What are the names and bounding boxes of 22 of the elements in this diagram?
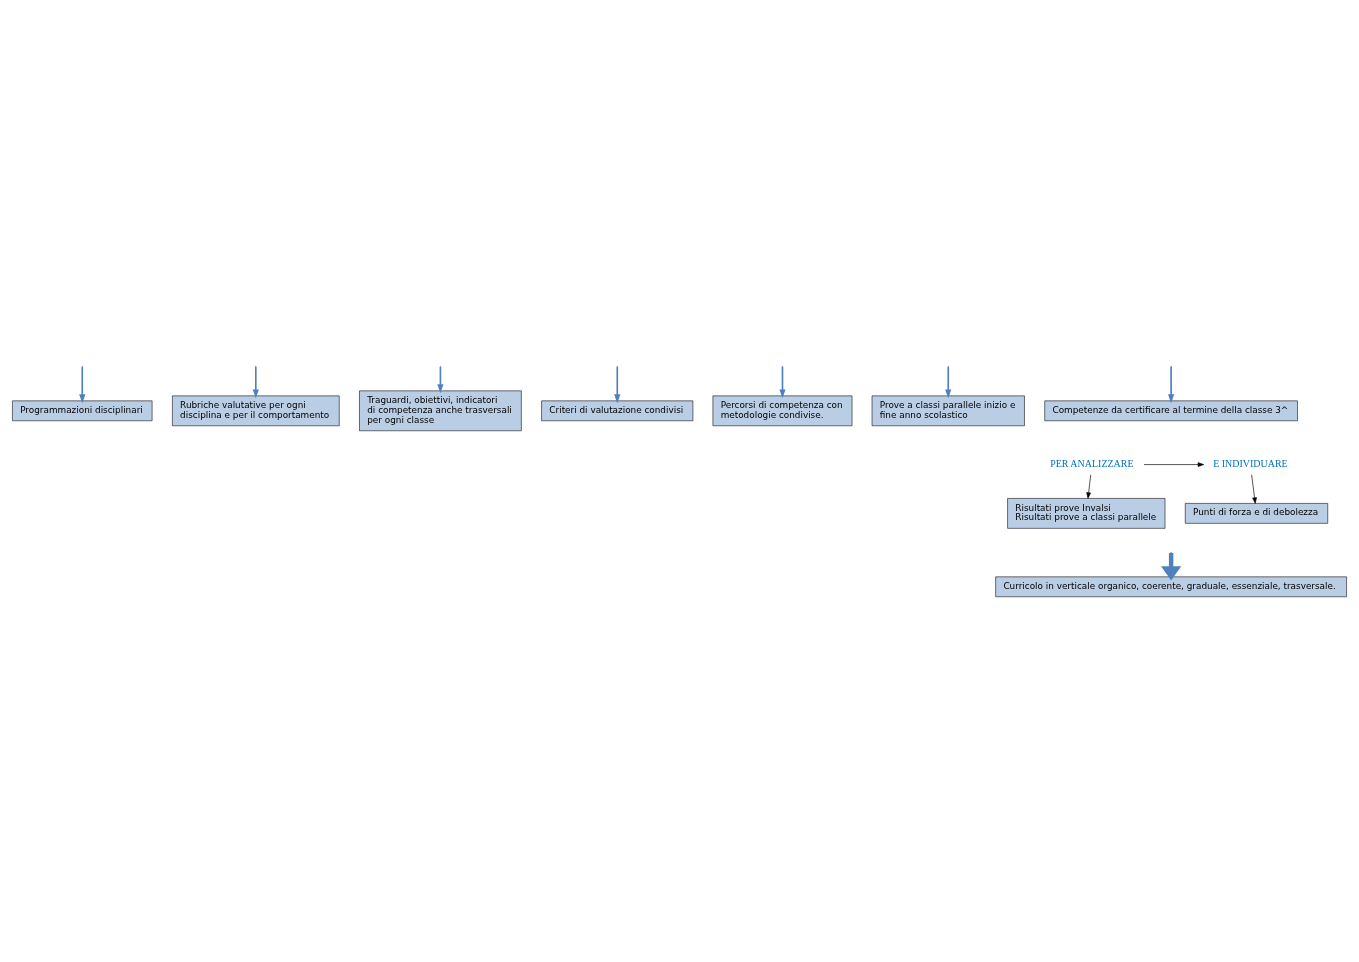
arrow [1086, 473, 1092, 499]
node-box: Percorsi di competenza con metodologie condivise. [712, 395, 853, 426]
arrow [1168, 365, 1175, 403]
node-box: Programmazioni disciplinari [12, 400, 153, 421]
node-box: Risultati prove Invalsi Risultati prove a classi parallele [1007, 497, 1166, 529]
arrow [252, 365, 259, 398]
node-box: Punti di forza e di debolezza [1184, 502, 1328, 524]
arrow [1251, 473, 1257, 504]
arrow [1143, 461, 1204, 467]
node-box: Rubriche valutative per ogni disciplina e per il comportamento [172, 395, 340, 426]
arrow [79, 365, 86, 403]
node-box: Criteri di valutazione condivisi [541, 400, 694, 421]
arrow [437, 365, 444, 393]
node-box: Traguardi, obiettivi, indicatori di competenza anche trasversali per ogni classe [359, 390, 522, 431]
arrow [614, 365, 621, 403]
arrow [779, 365, 786, 398]
arrow [945, 365, 952, 398]
node-box: Competenze da certificare al termine della classe 3^ [1044, 400, 1298, 421]
node-text: PER ANALIZZARE [1050, 457, 1134, 469]
node-box: Prove a classi parallele inizio e fine anno scolastico [871, 395, 1025, 426]
node-box: Curricolo in verticale organico, coerente, graduale, essenziale, trasversale. [995, 576, 1347, 597]
node-text: E INDIVIDUARE [1213, 457, 1288, 469]
